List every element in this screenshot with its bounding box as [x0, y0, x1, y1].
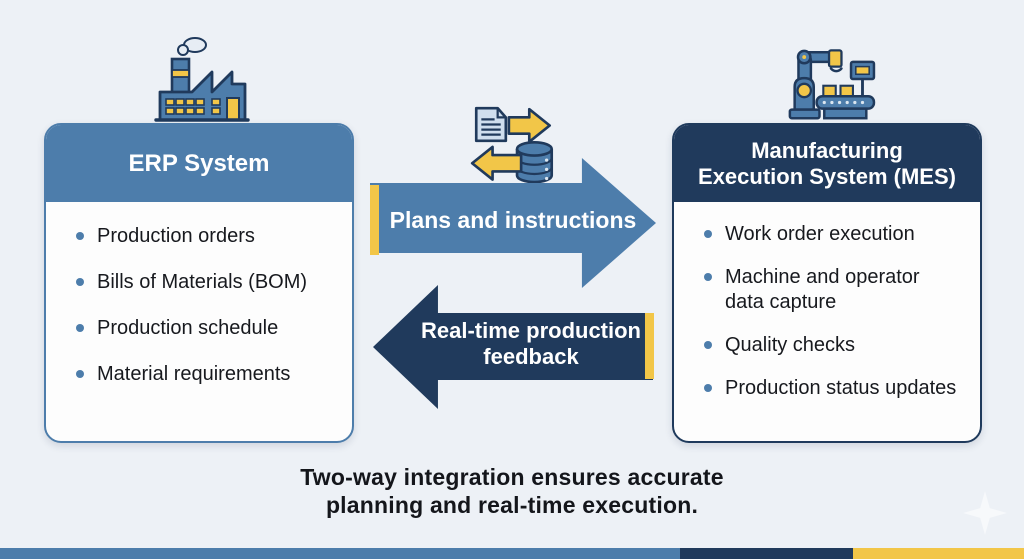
bullet-dot [76, 370, 84, 378]
mes-list: Work order execution Machine and operato… [702, 222, 958, 401]
feedback-arrow-label-line2: feedback [483, 344, 579, 370]
footer-bar-yellow-segment [853, 548, 1024, 559]
erp-card-body: Production orders Bills of Materials (BO… [46, 202, 352, 387]
list-item: Production orders [74, 224, 330, 249]
mes-card-body: Work order execution Machine and operato… [674, 202, 980, 401]
mes-card-title-line2: Execution System (MES) [698, 163, 956, 189]
plans-arrow-tail [370, 185, 379, 255]
summary-caption: Two-way integration ensures accurate pla… [0, 464, 1024, 519]
mes-card-title-line1: Manufacturing [751, 137, 903, 163]
feedback-arrow-label-line1: Real-time production [420, 318, 641, 343]
bullet-dot [76, 278, 84, 286]
list-item: Production status updates [702, 376, 958, 401]
erp-card: ERP System Production orders Bills of Ma… [44, 123, 354, 443]
erp-card-header: ERP System [46, 125, 352, 202]
bullet-dot [704, 273, 712, 281]
erp-list: Production orders Bills of Materials (BO… [74, 224, 330, 387]
factory-icon [151, 35, 253, 125]
plans-arrow-label: Plans and instructions [389, 207, 637, 233]
list-item: Bills of Materials (BOM) [74, 270, 330, 295]
list-item: Production schedule [74, 316, 330, 341]
feedback-arrow-tail [645, 313, 654, 379]
robot-arm-conveyor-icon [781, 37, 879, 123]
mes-card: Manufacturing Execution System (MES) Wor… [672, 123, 982, 443]
bullet-dot [704, 341, 712, 349]
bullet-dot [704, 230, 712, 238]
bullet-dot [704, 384, 712, 392]
list-item: Quality checks [702, 333, 958, 358]
mes-card-header: Manufacturing Execution System (MES) [674, 125, 980, 202]
bullet-dot [76, 324, 84, 332]
footer-bar-navy-segment [680, 548, 853, 559]
erp-card-title: ERP System [128, 149, 270, 177]
summary-caption-line1: Two-way integration ensures accurate [300, 464, 724, 490]
footer-bar-blue-segment [0, 548, 680, 559]
bullet-dot [76, 232, 84, 240]
list-item: Work order execution [702, 222, 958, 247]
footer-accent-bar [0, 548, 1024, 559]
feedback-arrow-label: Real-time production feedback [410, 318, 652, 371]
document-database-exchange-icon [464, 99, 566, 203]
list-item: Material requirements [74, 362, 330, 387]
list-item: Machine and operator data capture [702, 265, 958, 315]
summary-caption-line2: planning and real-time execution. [325, 491, 699, 518]
